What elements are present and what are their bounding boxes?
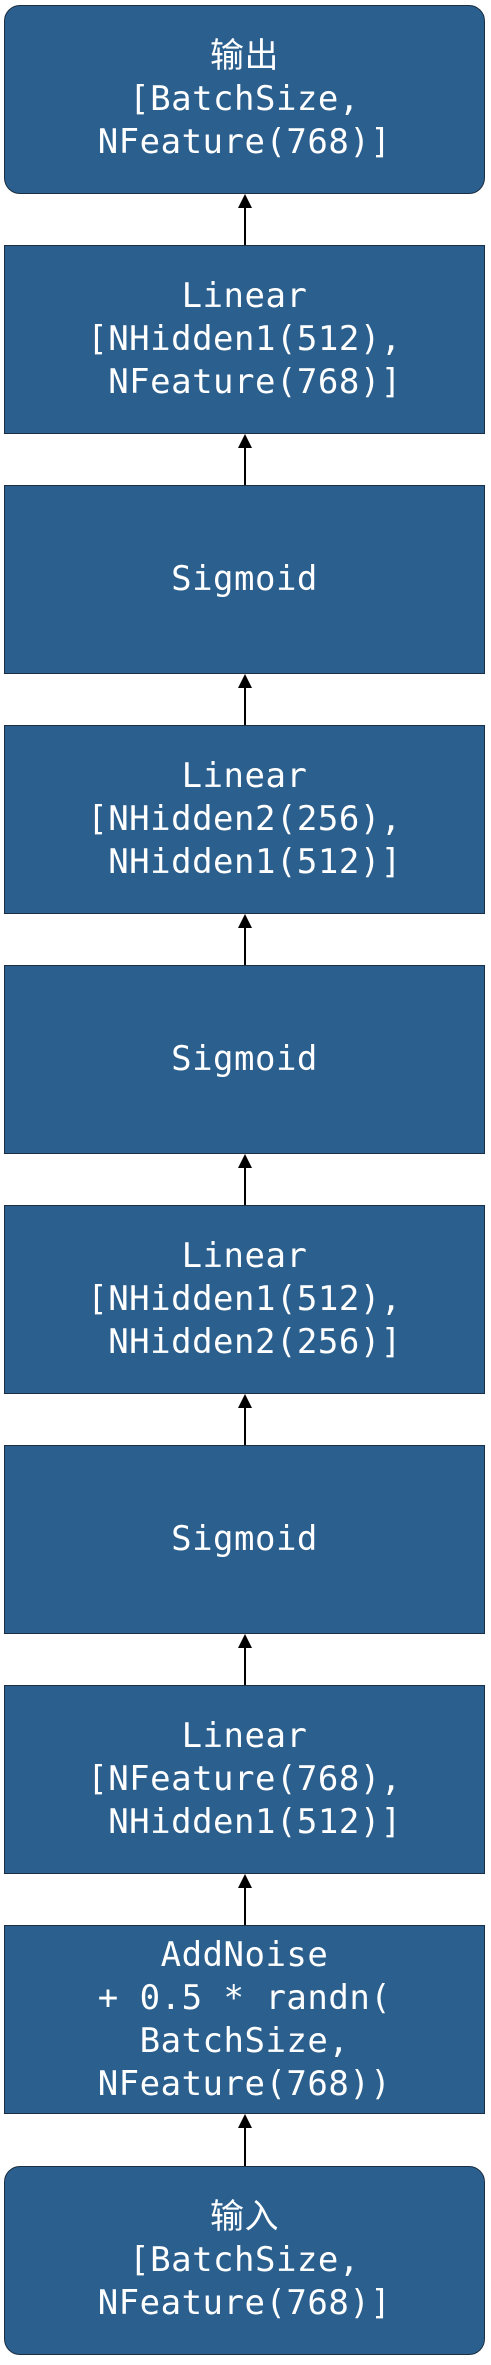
linear-node-4-label: Linear [NHidden1(512), NFeature(768)] [87, 276, 402, 402]
linear-node-1: Linear [NFeature(768), NHidden1(512)] [4, 1685, 485, 1874]
sigmoid-node-3-label: Sigmoid [171, 559, 318, 599]
sigmoid-node-2-label: Sigmoid [171, 1039, 318, 1079]
output-node: 输出 [BatchSize, NFeature(768)] [4, 5, 485, 194]
arrow-addnoise-to-linear1 [238, 1874, 252, 1925]
linear-node-2: Linear [NHidden1(512), NHidden2(256)] [4, 1205, 485, 1394]
linear-node-4: Linear [NHidden1(512), NFeature(768)] [4, 245, 485, 434]
linear-node-3-label: Linear [NHidden2(256), NHidden1(512)] [87, 756, 402, 882]
arrow-sigmoid3-to-linear4 [238, 434, 252, 485]
input-node: 输入 [BatchSize, NFeature(768)] [4, 2166, 485, 2355]
arrow-linear1-to-sigmoid1 [238, 1634, 252, 1685]
linear-node-3: Linear [NHidden2(256), NHidden1(512)] [4, 725, 485, 914]
linear-node-1-label: Linear [NFeature(768), NHidden1(512)] [87, 1716, 402, 1842]
arrow-sigmoid2-to-linear3 [238, 914, 252, 965]
addnoise-node: AddNoise + 0.5 * randn( BatchSize, NFeat… [4, 1925, 485, 2114]
sigmoid-node-3: Sigmoid [4, 485, 485, 674]
sigmoid-node-2: Sigmoid [4, 965, 485, 1154]
input-node-label: 输入 [BatchSize, NFeature(768)] [97, 2197, 392, 2323]
addnoise-node-label: AddNoise + 0.5 * randn( BatchSize, NFeat… [97, 1934, 392, 2104]
arrow-linear4-to-output [238, 194, 252, 245]
output-node-label: 输出 [BatchSize, NFeature(768)] [97, 36, 392, 162]
arrow-sigmoid1-to-linear2 [238, 1394, 252, 1445]
arrow-linear3-to-sigmoid3 [238, 674, 252, 725]
sigmoid-node-1-label: Sigmoid [171, 1519, 318, 1559]
linear-node-2-label: Linear [NHidden1(512), NHidden2(256)] [87, 1236, 402, 1362]
sigmoid-node-1: Sigmoid [4, 1445, 485, 1634]
arrow-linear2-to-sigmoid2 [238, 1154, 252, 1205]
arrow-input-to-addnoise [238, 2114, 252, 2166]
